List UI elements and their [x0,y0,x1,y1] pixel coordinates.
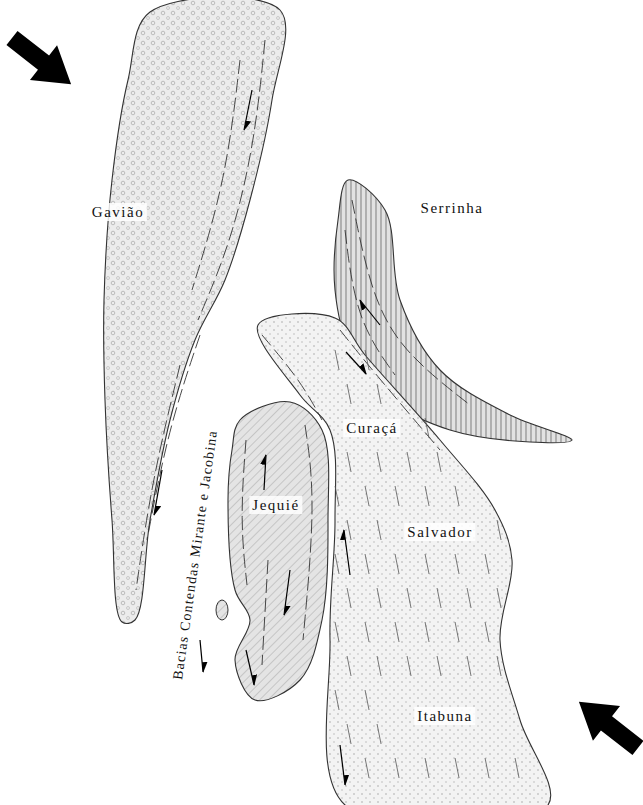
foliation-mark [365,690,369,710]
foliation-mark [365,486,369,506]
foliation-mark [347,384,351,404]
foliation-mark [455,758,459,778]
shear-line [136,365,180,590]
block-name: Serrinha [418,199,487,217]
foliation-mark [347,724,351,744]
foliation-mark [377,452,381,472]
foliation-mark [425,758,429,778]
shear-line [352,200,470,405]
foliation-mark [365,350,369,370]
foliation-mark [425,418,429,438]
block-name: Salvador [404,523,475,541]
shear-sense-arrow [284,570,290,615]
foliation-mark [377,520,381,540]
foliation-mark [497,520,501,540]
foliation-mark [407,588,411,608]
block-name: Curaçá [343,419,400,437]
shear-sense-arrow [154,470,162,515]
foliation-mark [425,622,429,642]
foliation-mark [455,554,459,574]
foliation-mark [515,758,519,778]
foliation-mark [437,452,441,472]
shear-line [340,330,440,450]
shear-line [262,335,322,420]
foliation-mark [407,656,411,676]
shear-line [262,560,268,665]
foliation-mark [377,724,381,744]
foliation-mark [377,588,381,608]
shear-sense-arrow [244,90,252,130]
foliation-mark [395,622,399,642]
foliation-mark [395,554,399,574]
foliation-mark [335,350,339,370]
block-lobe [216,600,228,620]
basin-label: Bacias Contendas Mirante e Jacobina [170,426,223,684]
shear-line [242,440,247,585]
foliation-mark [395,758,399,778]
foliation-mark [485,622,489,642]
compression-arrow [565,684,643,765]
shear-line [303,425,312,640]
block-name: Gavião [89,203,147,221]
foliation-mark [437,588,441,608]
foliation-mark [395,486,399,506]
foliation-mark [377,656,381,676]
shear-sense-arrow [344,530,350,575]
foliation-mark [335,554,339,574]
foliation-mark [497,588,501,608]
foliation-mark [365,554,369,574]
foliation-mark [365,622,369,642]
foliation-mark [335,690,339,710]
compression-arrow [0,21,85,102]
foliation-mark [455,622,459,642]
foliation-mark [485,758,489,778]
shear-sense-arrow [346,352,366,374]
foliation-mark [407,452,411,472]
foliation-mark [335,486,339,506]
foliation-mark [347,656,351,676]
foliation-mark [425,554,429,574]
foliation-mark [347,588,351,608]
foliation-mark [467,656,471,676]
foliation-mark [425,486,429,506]
shear-sense-arrow [200,640,203,672]
block-name: Jequié [249,496,302,514]
shear-sense-arrow [360,300,380,325]
foliation-mark [455,486,459,506]
shear-line [147,335,200,540]
block-shape [228,402,329,701]
shear-sense-arrow [340,745,345,785]
foliation-mark [497,656,501,676]
shear-sense-arrow [264,455,266,490]
shear-line [198,40,265,320]
foliation-mark [347,520,351,540]
shear-line [192,60,240,290]
foliation-mark [377,384,381,404]
foliation-mark [485,554,489,574]
block-name: Itabuna [414,707,475,725]
foliation-mark [437,656,441,676]
foliation-mark [347,452,351,472]
shear-sense-arrow [246,650,254,685]
shear-line [345,230,395,375]
foliation-mark [365,758,369,778]
foliation-mark [467,588,471,608]
foliation-mark [335,622,339,642]
